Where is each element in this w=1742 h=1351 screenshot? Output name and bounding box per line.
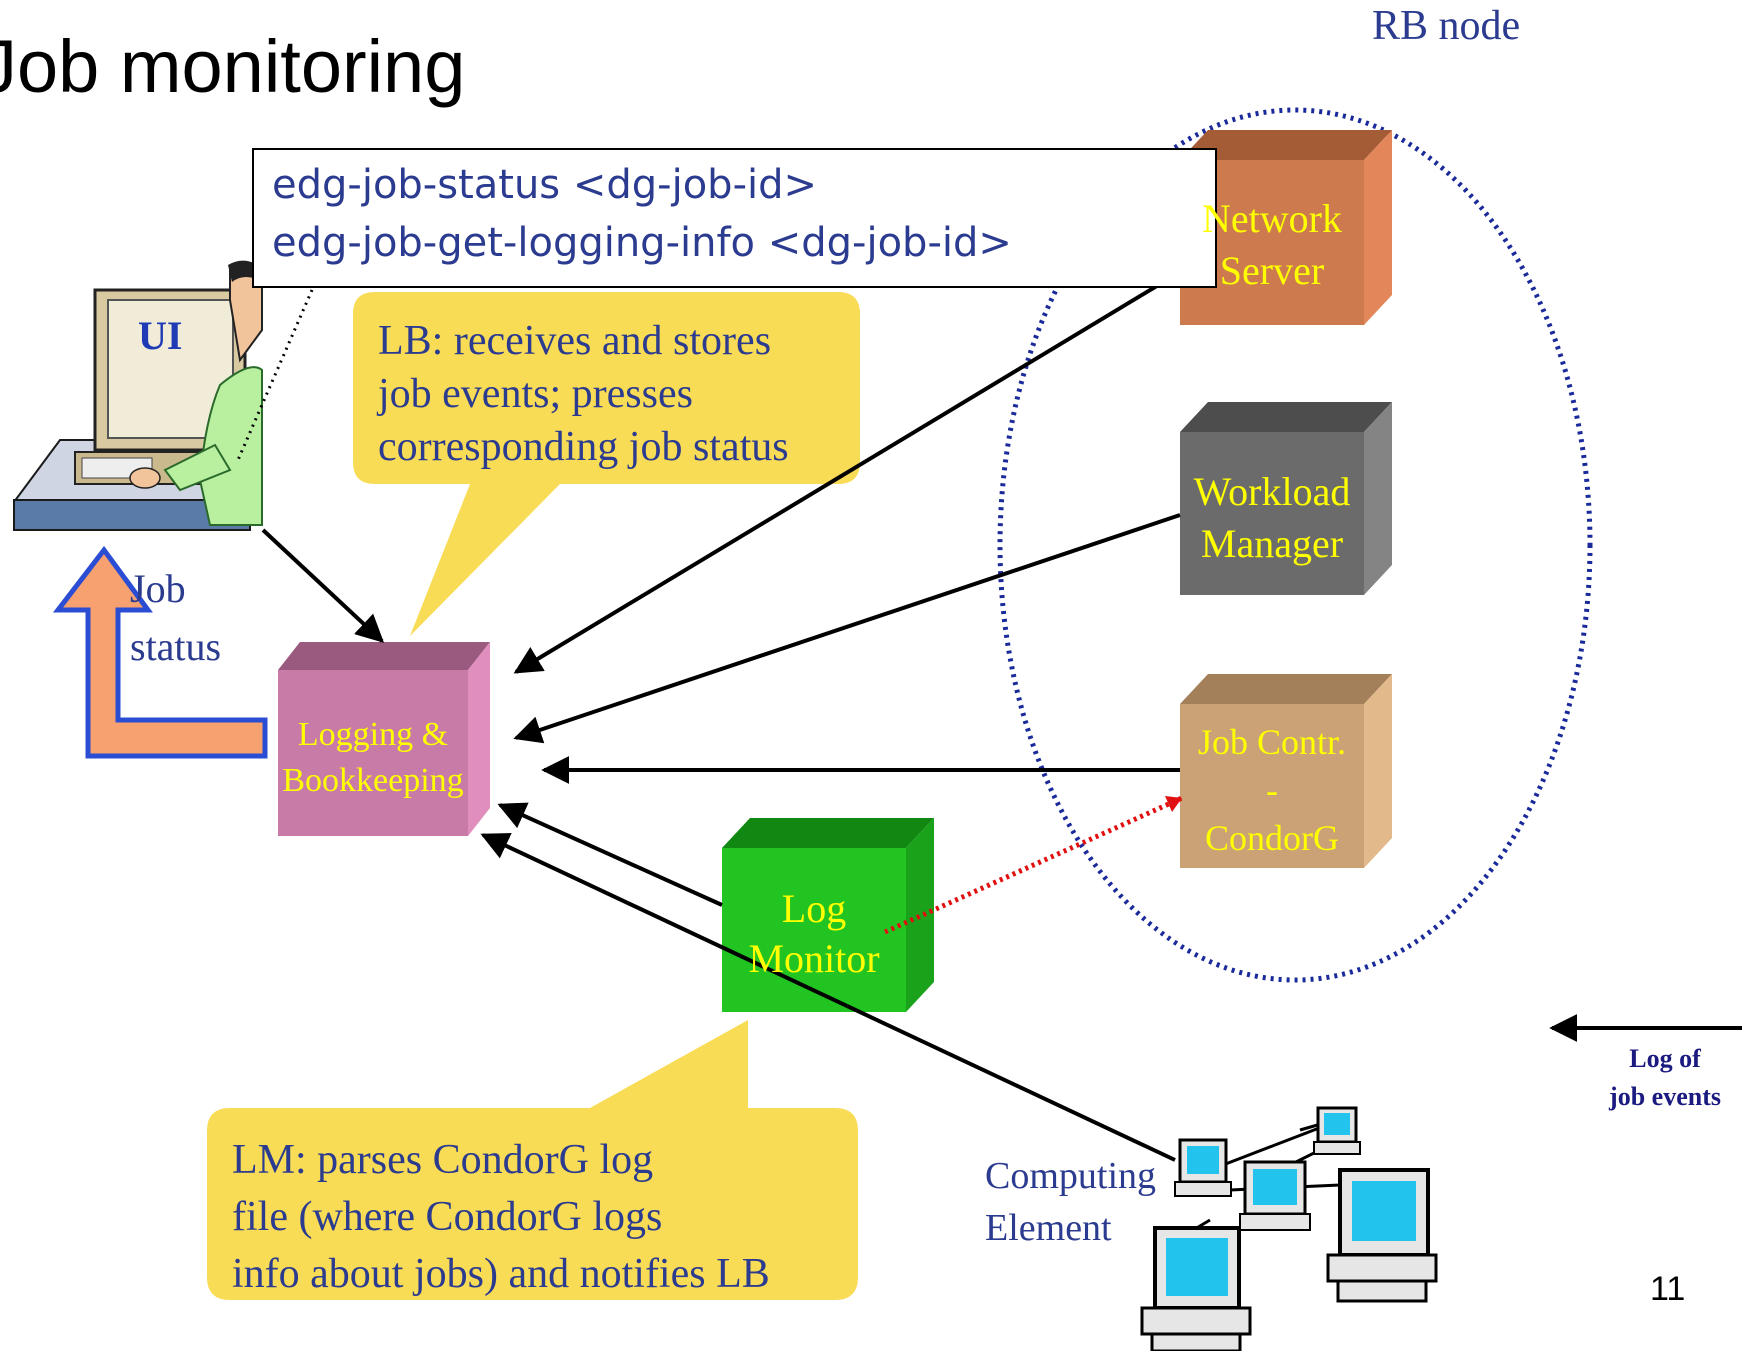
workload-manager-label-line1: Workload: [1193, 469, 1351, 514]
lb-callout-line1: LB: receives and stores: [378, 318, 772, 364]
job-controller-label-line1: Job Contr.: [1197, 722, 1347, 762]
job-controller-box: [1180, 674, 1392, 868]
network-server-label: Network Server: [1180, 193, 1364, 297]
logging-bookkeeping-box: [278, 642, 490, 836]
job-status-label-line2: status: [130, 624, 222, 669]
lb-callout: [353, 292, 860, 636]
ui-label: UI: [138, 313, 183, 358]
computing-element-label: Computing Element: [985, 1150, 1156, 1254]
job-controller-label-line2: -: [1266, 770, 1278, 810]
lb-callout-text: LB: receives and stores job events; pres…: [378, 315, 789, 474]
job-status-arrow: [52, 545, 268, 759]
job-controller-label-line3: CondorG: [1205, 818, 1339, 858]
workload-manager-label-line2: Manager: [1200, 521, 1344, 566]
lm-callout: [207, 1020, 858, 1300]
lm-callout-line1: LM: parses CondorG log: [232, 1137, 654, 1183]
legend-label-line2: job events: [1609, 1082, 1721, 1111]
command-box: edg-job-status <dg-job-id> edg-job-get-l…: [252, 148, 1217, 288]
job-status-label-line1: Job: [130, 566, 186, 611]
page-number: 11: [1650, 1270, 1686, 1308]
log-monitor-label: Log Monitor: [722, 884, 906, 984]
log-monitor-label-line2: Monitor: [748, 936, 880, 981]
arrow-lm-to-lb: [497, 802, 723, 907]
lm-callout-text: LM: parses CondorG log file (where Condo…: [232, 1132, 770, 1303]
ui-workstation-icon: [13, 260, 263, 531]
computing-element-label-line2: Element: [985, 1207, 1112, 1249]
log-monitor-box: [722, 818, 934, 1012]
job-controller-label: Job Contr. - CondorG: [1180, 718, 1364, 862]
legend-label: Log of job events: [1580, 1040, 1742, 1116]
lm-callout-line3: info about jobs) and notifies LB: [232, 1251, 770, 1297]
workload-manager-label: Workload Manager: [1180, 466, 1364, 570]
arrow-wm-to-lb: [513, 513, 1181, 744]
legend-label-line1: Log of: [1629, 1044, 1701, 1073]
command-line-status: edg-job-status <dg-job-id>: [272, 162, 818, 208]
workload-manager-box: [1180, 402, 1392, 595]
computing-element-icon: [1140, 1106, 1438, 1351]
logging-bookkeeping-label-line1: Logging &: [297, 716, 449, 753]
job-status-label: Job status: [130, 560, 221, 676]
lb-callout-line3: corresponding job status: [378, 424, 789, 470]
log-monitor-label-line1: Log: [781, 886, 847, 931]
page-title: Job monitoring: [0, 25, 466, 108]
dotted-arrowhead: [1165, 796, 1182, 812]
ui-pointer-dotted: [236, 289, 314, 461]
lm-callout-line2: file (where CondorG logs: [232, 1194, 663, 1240]
logging-bookkeeping-label: Logging & Bookkeeping: [268, 712, 478, 804]
command-line-logging: edg-job-get-logging-info <dg-job-id>: [272, 220, 1012, 266]
arrow-ui-to-lb: [261, 528, 385, 643]
arrow-ce-to-lb: [480, 833, 1176, 1162]
dotted-lm-to-jc: [883, 795, 1184, 935]
lb-callout-line2: job events; presses: [378, 371, 693, 417]
network-server-label-line1: Network: [1202, 196, 1342, 241]
computing-element-label-line1: Computing: [985, 1155, 1157, 1197]
arrow-ns-to-lb: [513, 270, 1182, 674]
network-server-label-line2: Server: [1219, 248, 1325, 293]
rb-node-label: RB node: [1372, 3, 1521, 49]
logging-bookkeeping-label-line2: Bookkeeping: [282, 762, 464, 799]
rb-node-ellipse: [997, 107, 1593, 983]
